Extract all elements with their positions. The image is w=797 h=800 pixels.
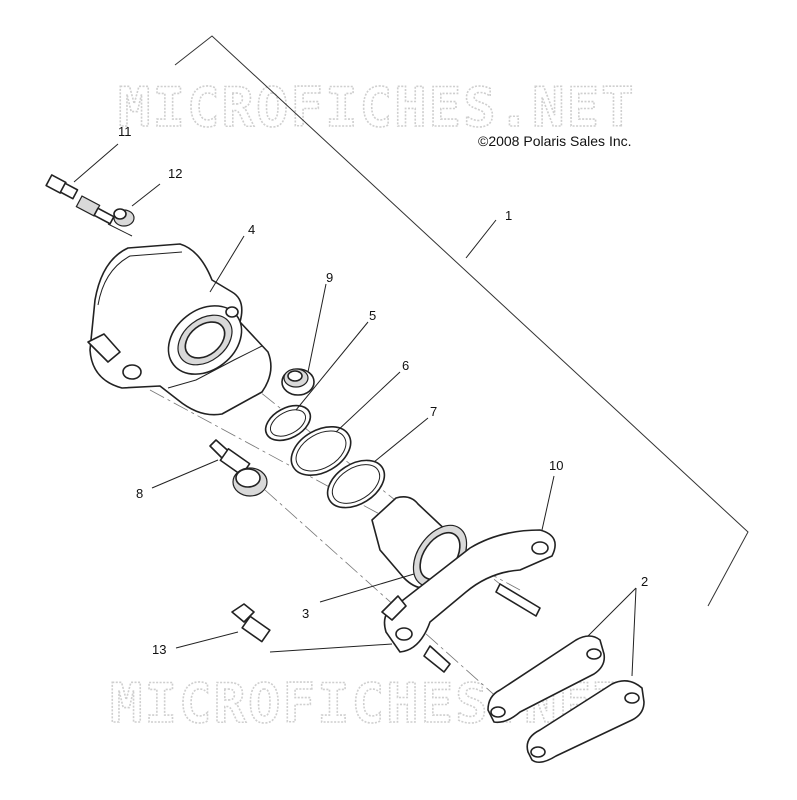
- caliper-bracket: [381, 529, 556, 673]
- callout-3: 3: [302, 606, 309, 621]
- caliper-body: [87, 243, 272, 416]
- bleeder-cap: [113, 208, 135, 227]
- ring-large: [326, 459, 386, 509]
- assembly-bracket-line: [174, 35, 749, 607]
- callout-7: 7: [430, 404, 437, 419]
- watermark-top: MICROFICHES.NET: [118, 76, 636, 139]
- callout-1: 1: [505, 208, 512, 223]
- center-axis-pin-lower: [264, 489, 501, 701]
- callout-5: 5: [369, 308, 376, 323]
- piston: [371, 496, 468, 589]
- brake-pads: [487, 635, 645, 764]
- callout-6: 6: [402, 358, 409, 373]
- copyright-text: ©2008 Polaris Sales Inc.: [478, 133, 632, 149]
- callout-9: 9: [326, 270, 333, 285]
- ring-medium: [290, 425, 352, 477]
- ring-small: [264, 404, 312, 442]
- callout-13: 13: [152, 642, 166, 657]
- boot: [281, 368, 315, 396]
- leader-lines: [73, 143, 637, 677]
- bolt: [231, 603, 271, 643]
- callout-8: 8: [136, 486, 143, 501]
- callout-10: 10: [549, 458, 563, 473]
- callout-12: 12: [168, 166, 182, 181]
- callout-2: 2: [641, 574, 648, 589]
- bleeder-fitting: [45, 174, 133, 237]
- callout-11: 11: [118, 124, 132, 139]
- slide-pin-with-boot: [209, 439, 268, 497]
- callout-4: 4: [248, 222, 255, 237]
